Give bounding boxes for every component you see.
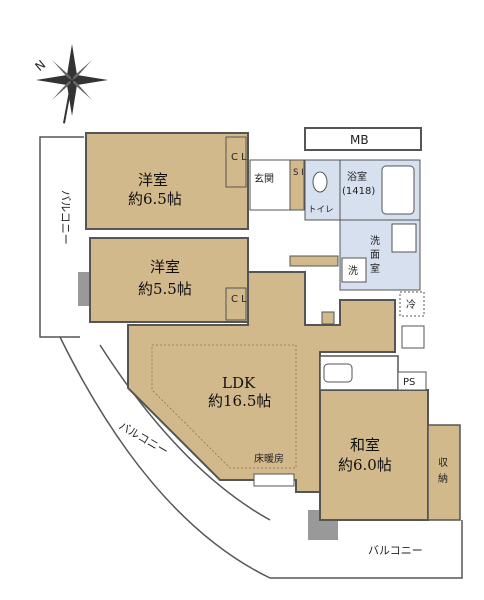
toilet-label: トイレ (308, 205, 334, 215)
bath-size-label: (1418) (342, 186, 375, 197)
fridge-label: 冷 (406, 298, 416, 311)
washer-label: 洗 (348, 265, 358, 277)
entrance (249, 159, 291, 211)
floor-heating-area (151, 344, 297, 469)
shoe-closet (289, 159, 305, 211)
balcony-bottom-label: バルコニー (368, 544, 423, 557)
washbasin-icon (391, 223, 417, 253)
compass-rose-icon (36, 44, 108, 124)
ps-box (397, 371, 427, 391)
ldk-name: LDK (222, 374, 256, 392)
entrance-label: 玄関 (254, 172, 274, 185)
fridge-box (399, 291, 425, 317)
closet-1-label: C L (231, 152, 247, 163)
bathtub-icon (381, 165, 415, 215)
western-room-1-size: 約6.5帖 (128, 190, 182, 208)
storage-label-bottom: 納 (438, 472, 448, 485)
closet-2 (225, 287, 247, 321)
storage-label-top: 収 (438, 457, 448, 469)
balcony-left-label: バルコニー (59, 190, 72, 245)
floor-heating-label: 床暖房 (254, 452, 284, 465)
storage (427, 424, 461, 521)
closet-1 (225, 136, 247, 188)
bath-label: 浴室 (347, 170, 367, 183)
shoe-closet-label: S I C (293, 168, 312, 178)
ps-label: PS (403, 377, 415, 388)
meter-box-label: MB (350, 133, 369, 147)
washer-box (341, 257, 367, 283)
balcony-outline (39, 136, 463, 579)
window-bay (253, 473, 295, 487)
western-room-2-name: 洋室 (150, 258, 180, 276)
hallway-step (289, 255, 339, 267)
ldk-size: 約16.5帖 (208, 392, 271, 410)
closet-2-label: C L (231, 294, 247, 305)
washroom-label-3: 室 (370, 262, 380, 275)
western-room-1 (85, 132, 249, 230)
japanese-room-name: 和室 (350, 436, 380, 454)
western-room-1-name: 洋室 (138, 171, 168, 189)
washroom-label-1: 洗 (370, 235, 380, 247)
compass-north-label: N (32, 57, 48, 73)
sink-icon (323, 363, 353, 383)
western-room-2-size: 約5.5帖 (138, 280, 192, 298)
japanese-room (319, 389, 429, 521)
pipe-space (321, 311, 335, 325)
balcony-diagonal-label: バルコニー (117, 419, 171, 458)
toilet-icon (312, 171, 328, 193)
meter-box (304, 127, 422, 151)
japanese-room-size: 約6.0帖 (338, 456, 392, 474)
stove-icon (401, 325, 425, 349)
washroom-label-2: 面 (370, 250, 380, 261)
